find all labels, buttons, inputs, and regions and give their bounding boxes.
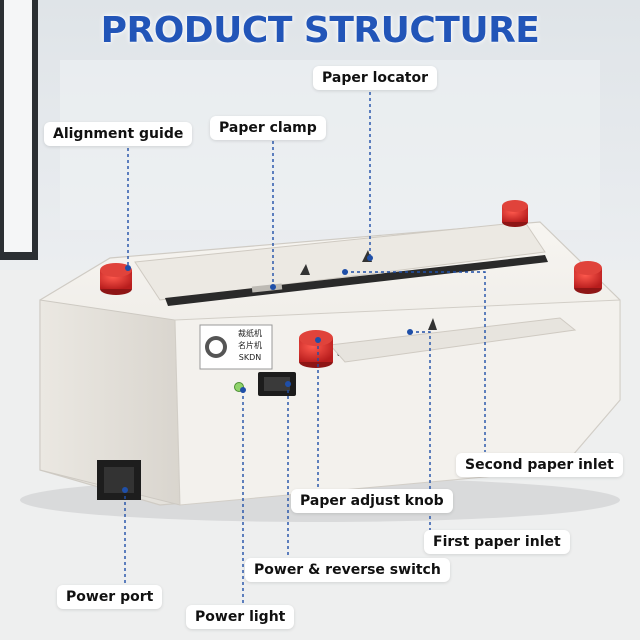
monitor-screen bbox=[4, 0, 32, 252]
callout-alignment-guide: Alignment guide bbox=[44, 122, 193, 146]
callout-paper-clamp: Paper clamp bbox=[210, 116, 326, 140]
lower-locator-tab bbox=[428, 318, 437, 330]
callout-paper-locator: Paper locator bbox=[313, 66, 438, 90]
side-knob-right bbox=[574, 261, 602, 294]
sticker-text: 裁纸机 名片机 SKDN bbox=[230, 328, 270, 364]
callout-second-paper-inlet: Second paper inlet bbox=[456, 453, 623, 477]
callout-power-light: Power light bbox=[186, 605, 295, 629]
sticker-line-2: 名片机 bbox=[238, 341, 262, 350]
sticker-line-3: SKDN bbox=[238, 353, 262, 362]
rear-knob-right bbox=[502, 200, 528, 227]
alignment-guide-knob bbox=[100, 263, 132, 295]
paper-clamp-tab bbox=[300, 264, 310, 275]
leader-first-paper-inlet bbox=[410, 331, 431, 530]
paper-adjust-knob bbox=[299, 330, 333, 368]
leader-dots bbox=[122, 255, 413, 493]
callout-power-port: Power port bbox=[57, 585, 163, 609]
leader-second-paper-inlet bbox=[345, 271, 486, 452]
callout-paper-adjust-knob: Paper adjust knob bbox=[291, 489, 453, 513]
leader-lines bbox=[124, 92, 486, 604]
upper-tray bbox=[134, 221, 546, 301]
sticker-line-1: 裁纸机 bbox=[238, 329, 262, 338]
callout-first-paper-inlet: First paper inlet bbox=[424, 530, 570, 554]
callout-power-reverse-switch: Power & reverse switch bbox=[245, 558, 450, 582]
lower-tray bbox=[328, 317, 577, 363]
page-title: PRODUCT STRUCTURE bbox=[100, 10, 540, 51]
second-paper-slot bbox=[165, 255, 548, 306]
